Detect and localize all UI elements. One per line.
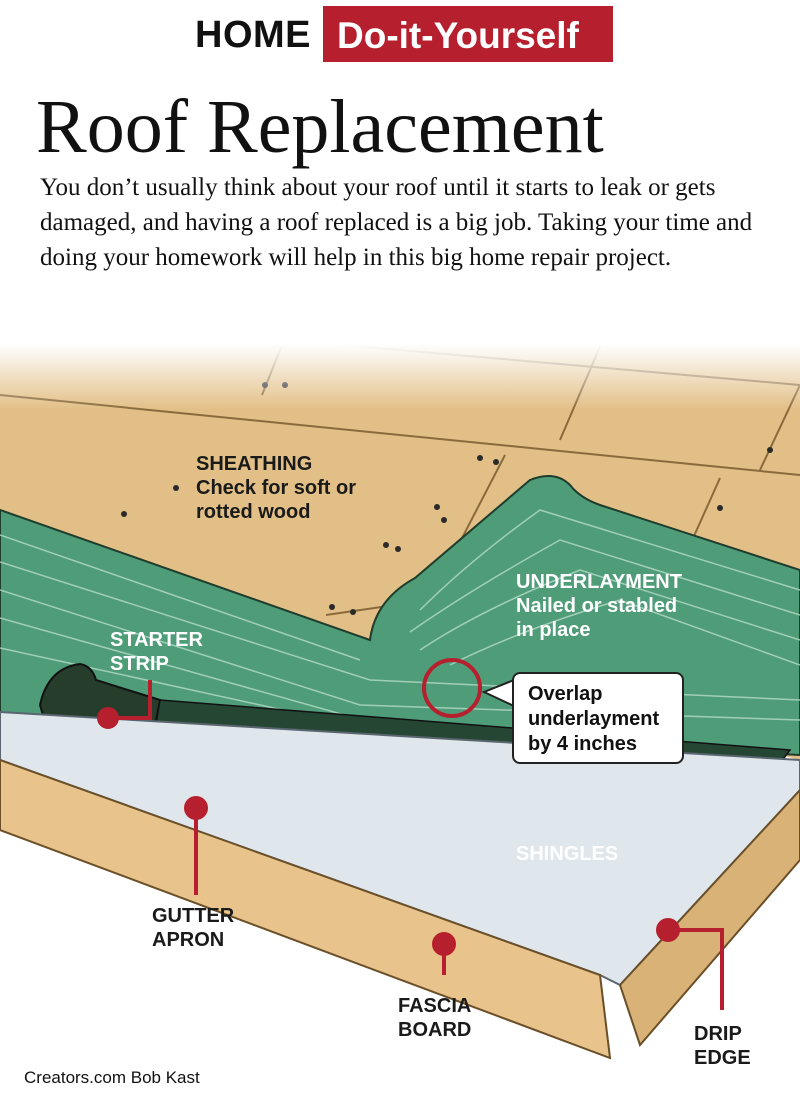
header-section-label: Do-it-Yourself [337,15,579,56]
gutter-apron-line-1: GUTTER [152,905,235,927]
header-section-tag: Do-it-Yourself [323,6,613,62]
overlap-highlight-ring [422,658,482,718]
drip-edge-line-2: EDGE [694,1047,751,1069]
drip-edge-marker [656,918,680,942]
fascia-board [0,758,612,1060]
overlap-callout-line-2: underlayment [528,708,660,730]
fascia-board-line-2: BOARD [398,1019,472,1041]
underlayment-desc-line-1: Nailed or stabled [516,595,678,617]
drip-edge-label: DRIP EDGE [694,1022,751,1070]
starter-strip-marker [97,707,119,729]
gutter-apron-label: GUTTER APRON [152,904,234,952]
marker-dots [97,707,680,956]
sheathing-desc-line-2: rotted wood [196,501,311,523]
shingles-label: SHINGLES [516,843,619,865]
underlayment-label: UNDERLAYMENT Nailed or stabled in place [516,570,682,642]
fascia-board-line-1: FASCIA [398,995,472,1017]
fascia-side [618,788,800,1047]
drip-edge-line-1: DRIP [694,1023,742,1045]
underlayment-desc-line-2: in place [516,619,591,641]
overlap-callout-line-3: by 4 inches [528,733,637,755]
gutter-apron-line-2: APRON [152,929,225,951]
leader-lines [108,680,724,1010]
page-title: Roof Replacement [36,85,604,169]
starter-strip-line-1: STARTER [110,629,203,651]
fascia-board-label: FASCIA BOARD [398,994,471,1042]
intro-text: You don’t usually think about your roof … [40,174,753,271]
overlap-callout-line-1: Overlap [528,683,603,705]
credit-line: Creators.com Bob Kast [24,1068,200,1087]
fascia-board-marker [432,932,456,956]
gutter-apron-marker [184,796,208,820]
starter-strip-label: STARTER STRIP [110,628,203,676]
sheathing-title: SHEATHING [196,453,313,475]
sheathing-label: SHEATHING Check for soft or rotted wood [196,452,356,524]
starter-strip-line-2: STRIP [110,653,169,675]
overlap-callout: Overlap underlayment by 4 inches [512,672,684,764]
header-home-label: HOME [195,14,311,56]
underlayment-title: UNDERLAYMENT [516,571,682,593]
sheathing-desc-line-1: Check for soft or [196,477,357,499]
